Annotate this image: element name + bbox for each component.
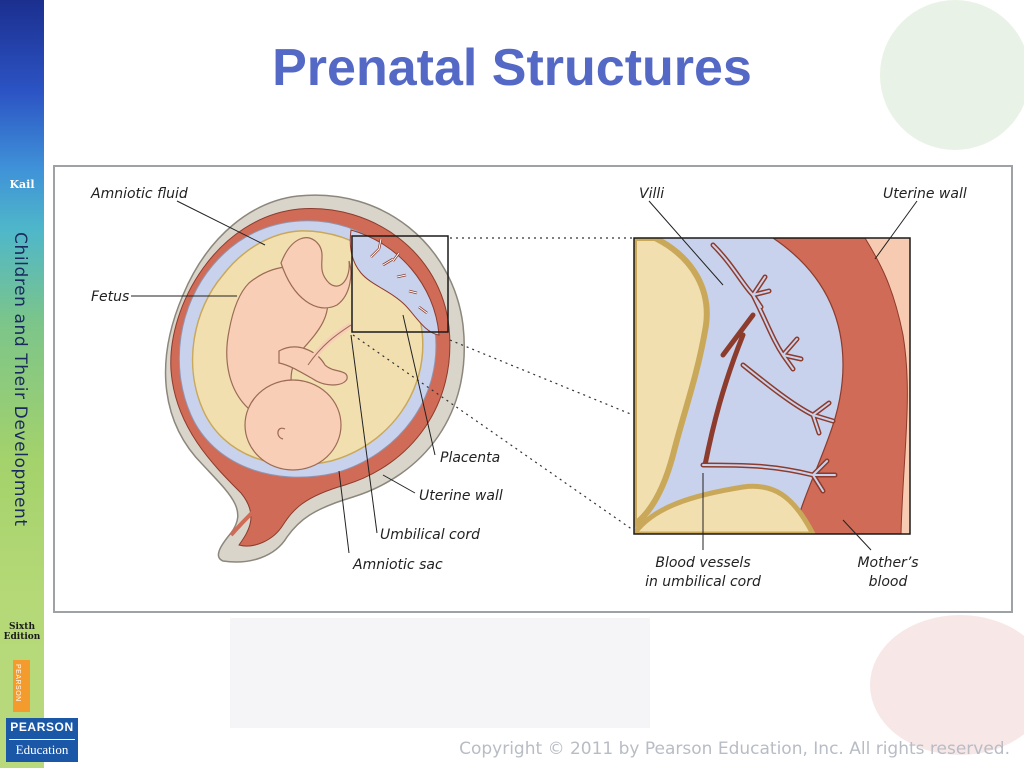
cervix-vessel (229, 479, 287, 537)
zoom-connectors (352, 237, 634, 531)
mini-logo-text: PEARSON (14, 664, 21, 702)
fetus-leg (280, 237, 352, 309)
fetus-head (244, 379, 342, 471)
zoom-amniotic-fluid (634, 238, 710, 529)
logo-line-2: Education (15, 742, 69, 757)
label-blood-vessels-2: in umbilical cord (645, 574, 761, 590)
background-decoration (870, 615, 1024, 755)
zoom-villi-inner (702, 244, 836, 492)
zoom-frame (633, 237, 911, 535)
label-blood-vessels-1: Blood vessels (655, 555, 750, 571)
zoom-uterine-outer (864, 238, 910, 534)
slide-title: Prenatal Structures (272, 39, 752, 97)
background-decoration (230, 618, 650, 728)
leader-amniotic-fluid (176, 200, 266, 246)
pearson-mini-logo: PEARSON (13, 660, 30, 712)
umbilical-cord-outline (307, 324, 352, 366)
edition-line-2: Edition (3, 632, 41, 642)
connector-mid (449, 339, 634, 416)
label-umbilical-cord: Umbilical cord (380, 527, 480, 543)
label-placenta: Placenta (440, 450, 500, 466)
book-sidebar (0, 0, 44, 768)
uterus-illustration (164, 194, 465, 563)
book-title: Children and Their Development (10, 232, 30, 527)
background-decoration (880, 0, 1024, 150)
author-name: Kail (9, 178, 35, 191)
magnified-placenta (634, 238, 910, 534)
logo-divider (9, 739, 75, 740)
label-mothers-blood-1: Mother’s (857, 555, 918, 571)
leader-mothers-blood (842, 519, 872, 551)
leader-placenta (402, 314, 436, 456)
label-uterine-wall-left: Uterine wall (419, 488, 503, 504)
leader-umbilical-cord (350, 334, 378, 534)
label-amniotic-sac: Amniotic sac (352, 557, 443, 573)
leader-uterine-wall (382, 474, 416, 494)
label-villi: Villi (639, 186, 664, 202)
logo-line-1: PEARSON (10, 720, 74, 734)
label-amniotic-fluid: Amniotic fluid (90, 186, 188, 202)
copyright-notice: Copyright © 2011 by Pearson Education, I… (459, 739, 1010, 759)
pearson-education-logo: PEARSON Education (6, 718, 78, 762)
zoom-amnion-bottom (634, 483, 816, 534)
placenta-villi-inner (370, 238, 428, 314)
leader-uterine-wall-right (874, 200, 918, 260)
label-uterine-wall-right: Uterine wall (883, 186, 967, 202)
leader-lines (131, 200, 918, 554)
leader-amniotic-sac (338, 470, 350, 554)
edition-label: Sixth Edition (0, 622, 44, 642)
fetus (226, 237, 352, 471)
label-mothers-blood-2: blood (869, 574, 908, 590)
prenatal-diagram: Amniotic fluid Fetus Placenta Uterine wa… (90, 186, 967, 590)
label-fetus: Fetus (91, 289, 129, 305)
edition-line-1: Sixth (9, 622, 35, 632)
fetus-ear (277, 427, 286, 440)
zoom-box (351, 235, 449, 333)
leader-villi (648, 200, 724, 286)
